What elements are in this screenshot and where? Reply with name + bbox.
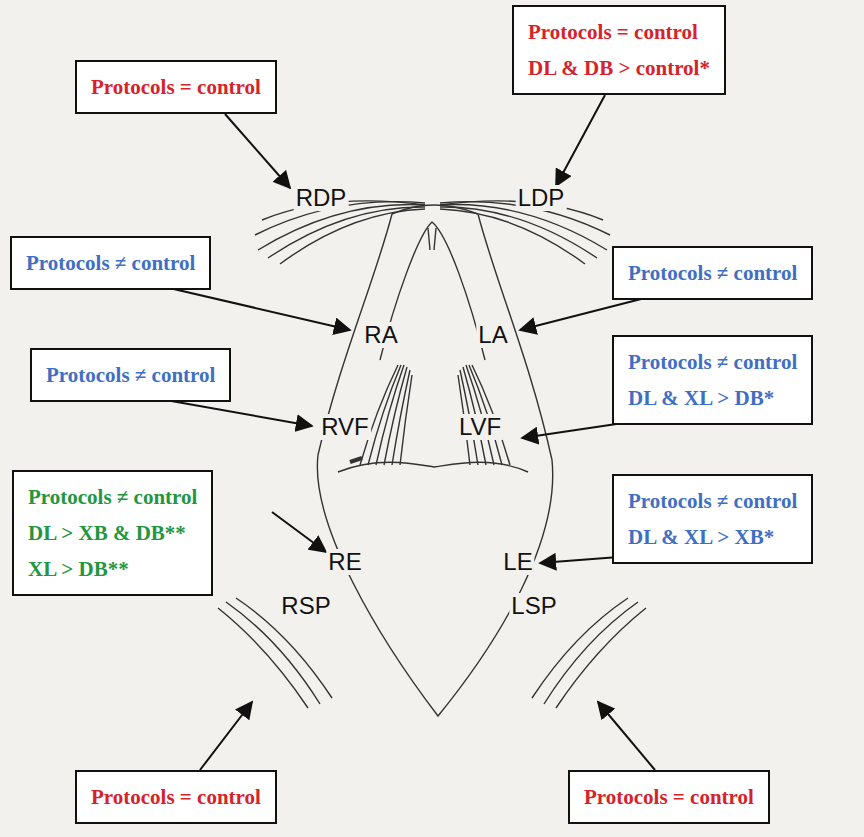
finding-text: Protocols ≠ control: [28, 479, 197, 515]
finding-text: Protocols ≠ control: [628, 483, 797, 519]
finding-text: Protocols = control: [584, 779, 754, 815]
finding-box: Protocols ≠ controlDL > XB & DB**XL > DB…: [12, 470, 213, 596]
structure-label: RVF: [319, 414, 371, 440]
finding-text: DL & XL > XB*: [628, 519, 797, 555]
finding-box: Protocols ≠ controlDL & XL > XB*: [612, 474, 813, 564]
finding-box: Protocols ≠ control: [612, 246, 813, 300]
finding-text: DL & XL > DB*: [628, 380, 797, 416]
finding-text: Protocols = control: [528, 14, 710, 50]
finding-text: DL > XB & DB**: [28, 515, 197, 551]
structure-label: LSP: [509, 593, 558, 619]
finding-box: Protocols = control: [75, 60, 277, 114]
finding-box: Protocols ≠ control: [30, 348, 231, 402]
finding-text: Protocols ≠ control: [26, 245, 195, 281]
structure-label: LA: [476, 322, 509, 348]
structure-label: RE: [326, 549, 363, 575]
finding-text: Protocols = control: [91, 779, 261, 815]
finding-box: Protocols ≠ control: [10, 236, 211, 290]
finding-text: DL & DB > control*: [528, 50, 710, 86]
structure-label: RSP: [279, 593, 332, 619]
finding-box: Protocols ≠ controlDL & XL > DB*: [612, 335, 813, 425]
finding-text: Protocols ≠ control: [628, 344, 797, 380]
larynx-drawing: [218, 201, 646, 716]
finding-text: Protocols ≠ control: [628, 255, 797, 291]
finding-text: Protocols ≠ control: [46, 357, 215, 393]
structure-label: LVF: [457, 414, 503, 440]
finding-box: Protocols = control: [75, 770, 277, 824]
finding-box: Protocols = controlDL & DB > control*: [512, 5, 726, 95]
finding-text: XL > DB**: [28, 551, 197, 587]
structure-label: RA: [362, 322, 399, 348]
leader-arrows: [160, 95, 657, 770]
finding-box: Protocols = control: [568, 770, 770, 824]
structure-label: LDP: [516, 185, 567, 211]
finding-text: Protocols = control: [91, 69, 261, 105]
structure-label: LE: [501, 549, 534, 575]
structure-label: RDP: [294, 185, 349, 211]
